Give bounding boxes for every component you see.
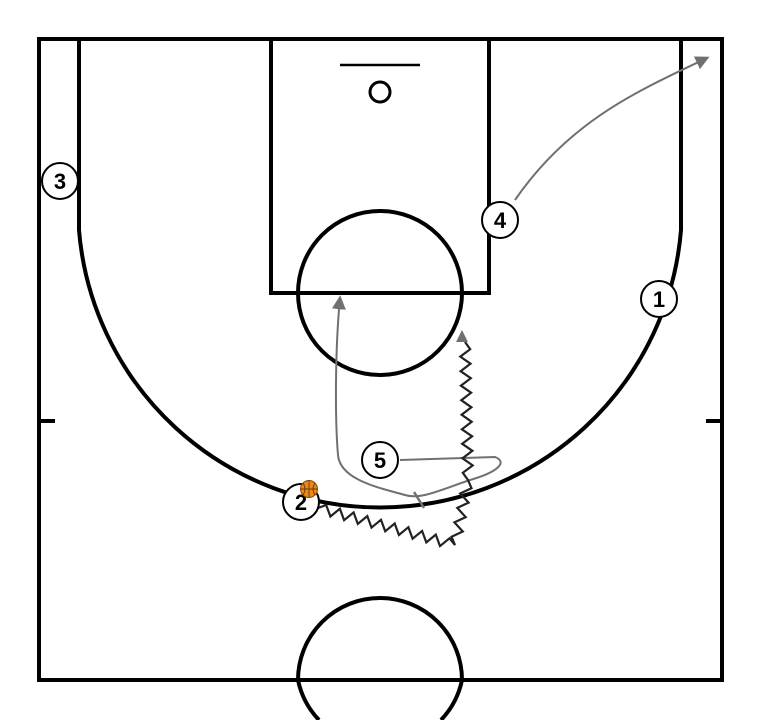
free-throw-circle (296, 209, 464, 377)
movement-lines (331, 56, 710, 509)
paint-lane (269, 37, 491, 295)
three-point-line (77, 39, 683, 510)
screen-bar-player-5 (412, 491, 426, 509)
dribble-arrowhead (456, 330, 468, 342)
center-circle (296, 596, 464, 681)
player-4: 4 (481, 201, 519, 239)
player-3: 3 (41, 162, 79, 200)
basketball-icon (300, 480, 318, 498)
cut-arrow-player-4 (514, 56, 710, 201)
dribble-path-group (317, 330, 475, 548)
court-lines (37, 37, 724, 720)
player-4-label: 4 (494, 208, 507, 233)
player-5: 5 (361, 441, 399, 479)
player-5-label: 5 (374, 448, 386, 473)
players: 1 2 3 4 5 (41, 162, 678, 521)
cut-arrow-player-5 (331, 295, 502, 498)
rim (368, 80, 392, 104)
player-1: 1 (640, 280, 678, 318)
center-circle-below-right (439, 679, 464, 720)
player-3-label: 3 (54, 169, 66, 194)
center-circle-below (296, 679, 321, 720)
player-1-label: 1 (653, 287, 665, 312)
dribble-path-player-2 (317, 341, 475, 548)
court-boundary (37, 37, 724, 682)
